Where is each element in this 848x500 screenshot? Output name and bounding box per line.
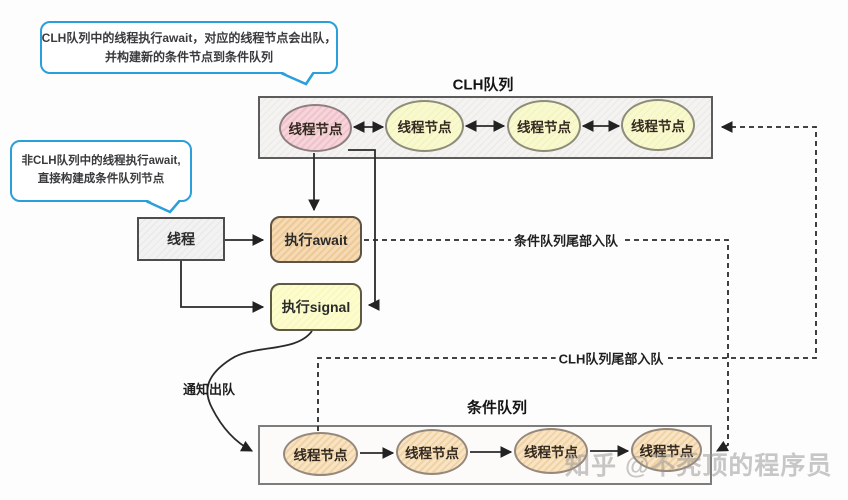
watermark: 知乎 @不秃顶的程序员: [565, 452, 833, 480]
clh-node-2: 线程节点: [385, 100, 464, 152]
condition-queue-title: 条件队列: [466, 399, 528, 417]
clh-node-head: 线程节点: [279, 104, 352, 152]
speech-bubble-clh-await: CLH队列中的线程执行await，对应的线程节点会出队， 并构建新的条件节点到条…: [40, 21, 338, 74]
condition-node-2: 线程节点: [396, 429, 468, 475]
condition-node-3: 线程节点: [514, 428, 588, 474]
bubble-tail-2: [147, 199, 179, 212]
edge-thread-to-signal: [180, 261, 265, 313]
condition-node-1: 线程节点: [283, 432, 358, 476]
bubble-tail-1: [282, 71, 313, 84]
speech-bubble-non-clh-await: 非CLH队列中的线程执行await, 直接构建成条件队列节点: [10, 140, 192, 202]
bubble-line: 直接构建成条件队列节点: [37, 173, 165, 185]
await-box: 执行await: [270, 216, 362, 263]
bubble-tail-2-stroke: [145, 200, 181, 214]
bubble-line: 并构建新的条件节点到条件队列: [104, 49, 273, 64]
thread-box: 线程: [137, 217, 225, 261]
signal-box: 执行signal: [270, 283, 362, 331]
clh-queue-title: CLH队列: [452, 76, 514, 94]
clh-node-3: 线程节点: [507, 100, 581, 152]
label-notify-dequeue: 通知出队: [183, 382, 236, 397]
bubble-tail-1-stroke: [280, 72, 315, 86]
condition-node-4: 线程节点: [631, 428, 702, 472]
edge-clhhead-to-signal: [348, 149, 380, 311]
edge-condition-tail-enqueue: [364, 239, 730, 452]
bubble-line: 非CLH队列中的线程执行await,: [21, 155, 181, 168]
bubble-line: CLH队列中的线程执行await，对应的线程节点会出队，: [41, 30, 337, 45]
label-condition-tail-enqueue: 条件队列尾部入队: [510, 230, 622, 250]
edge-notify-dequeue: [206, 330, 313, 452]
clh-node-4: 线程节点: [621, 99, 695, 151]
label-clh-tail-enqueue: CLH队列尾部入队: [555, 348, 667, 368]
edge-clh-tail-enqueue: [317, 121, 817, 431]
